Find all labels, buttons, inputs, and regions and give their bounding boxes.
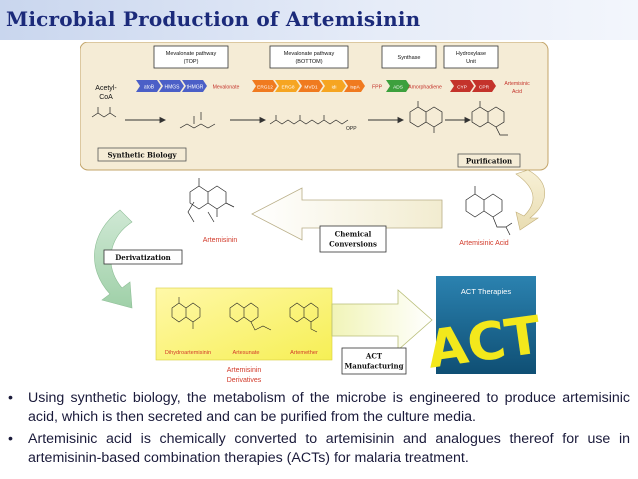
act-manufacturing-arrow bbox=[331, 289, 433, 351]
chemical-conversion-arrow bbox=[251, 187, 443, 241]
mevalonate-top-label-2: (TOP) bbox=[184, 59, 199, 65]
act-manufacturing-box bbox=[341, 347, 407, 375]
bullet-list: • Using synthetic biology, the metabolis… bbox=[8, 389, 630, 471]
enzyme-erg8: ERG8 bbox=[281, 85, 294, 91]
mevalonate-bottom-label-2: (BOTTOM) bbox=[295, 59, 322, 65]
act-therapies-label: ACT Therapies bbox=[461, 287, 511, 296]
pathway-arrows bbox=[125, 116, 472, 124]
synthase-header: Synthase bbox=[381, 45, 437, 69]
synthetic-biology-label: Synthetic Biology bbox=[107, 151, 177, 160]
enzyme-ads: ADS bbox=[393, 85, 403, 91]
artemether-label: Artemether bbox=[290, 350, 318, 356]
amorphadiene-label: Amorphadiene bbox=[408, 85, 442, 91]
mevalonate-bottom-header: Mevalonate pathway (BOTTOM) bbox=[269, 45, 349, 69]
bullet-dot-icon: • bbox=[8, 390, 13, 406]
enzyme-erg12: ERG12 bbox=[257, 85, 273, 91]
derivatization-curve-arrow bbox=[94, 209, 133, 309]
act-therapies-panel bbox=[436, 276, 536, 374]
acetyl-coa-label-2: CoA bbox=[99, 94, 113, 101]
enzyme-idi: idi bbox=[332, 85, 337, 91]
enzyme-atob: atoB bbox=[144, 85, 155, 91]
enzyme-cyp: CYP bbox=[457, 85, 467, 91]
purification-box bbox=[457, 153, 521, 168]
artemisinin-derivatives-label-1: Artemisinin bbox=[227, 367, 262, 374]
act-manufacturing-label-2: Manufacturing bbox=[345, 362, 404, 371]
acetyl-coa-label-1: Acetyl- bbox=[95, 85, 117, 92]
mevalonate-top-header: Mevalonate pathway (TOP) bbox=[153, 45, 229, 69]
opp-label: OPP bbox=[346, 126, 357, 132]
page-title: Microbial Production of Artemisinin bbox=[6, 7, 421, 31]
hydroxylase-label-1: Hydroxylase bbox=[456, 51, 486, 57]
enzyme-mvd1: MVD1 bbox=[304, 85, 318, 91]
artemisinin-label: Artemisinin bbox=[203, 237, 238, 244]
artemisinin-molecule bbox=[187, 178, 235, 223]
synthetic-biology-box bbox=[97, 147, 187, 162]
enzyme-ispa: ispA bbox=[350, 85, 360, 91]
hydroxylase-header: Hydroxylase Unit bbox=[443, 45, 499, 69]
mevalonate-label: Mevalonate bbox=[213, 85, 240, 91]
enzyme-thmgr: tHMGR bbox=[187, 85, 204, 91]
title-bar: Microbial Production of Artemisinin bbox=[0, 0, 638, 40]
chemical-conversions-label-2: Conversions bbox=[329, 240, 377, 249]
mevalonate-top-label-1: Mevalonate pathway bbox=[166, 51, 217, 57]
artesunate-label: Artesunate bbox=[232, 350, 259, 356]
artemisinic-acid-top-label-1: Artemisinic bbox=[504, 81, 530, 87]
purification-curve-arrow bbox=[515, 169, 545, 231]
dihydroartemisinin-label: Dihydroartemisinin bbox=[165, 350, 211, 356]
top-pathway-enzymes: atoB HMGS tHMGR bbox=[136, 80, 207, 92]
artemisinic-acid-label: Artemisinic Acid bbox=[459, 240, 509, 247]
act-manufacturing-label-1: ACT bbox=[365, 352, 383, 361]
artemisinin-derivatives-label-2: Derivatives bbox=[227, 377, 262, 384]
chemical-conversions-box bbox=[319, 225, 387, 253]
derivative-molecules bbox=[171, 297, 319, 333]
bullet-item: • Artemisinic acid is chemically convert… bbox=[8, 430, 630, 468]
synthetic-biology-panel bbox=[80, 42, 549, 171]
enzyme-cpr: CPR bbox=[479, 85, 490, 91]
artemisinic-acid-molecule bbox=[465, 186, 513, 236]
artemisinic-acid-top-label-2: Acid bbox=[512, 89, 522, 95]
fpp-label: FPP bbox=[372, 85, 383, 91]
bottom-pathway-enzymes: ERG12 ERG8 MVD1 idi ispA bbox=[252, 80, 365, 92]
artemisinin-pathway-diagram: Mevalonate pathway (TOP) Mevalonate path… bbox=[80, 42, 549, 384]
synthase-label: Synthase bbox=[398, 55, 421, 61]
purification-label: Purification bbox=[466, 157, 512, 166]
bullet-text: Artemisinic acid is chemically converted… bbox=[28, 431, 630, 466]
hydroxylase-label-2: Unit bbox=[466, 59, 476, 65]
enzyme-hmgs: HMGS bbox=[165, 85, 181, 91]
enzyme-ads-shape bbox=[386, 80, 410, 92]
hydroxylase-enzymes: CYP CPR bbox=[450, 80, 496, 92]
bullet-item: • Using synthetic biology, the metabolis… bbox=[8, 389, 630, 427]
derivatization-box bbox=[103, 249, 183, 265]
pathway-molecule-structures bbox=[91, 101, 508, 136]
derivatives-panel bbox=[155, 287, 333, 361]
bullet-text: Using synthetic biology, the metabolism … bbox=[28, 390, 630, 425]
bullet-dot-icon: • bbox=[8, 431, 13, 447]
derivatization-label: Derivatization bbox=[115, 253, 171, 262]
chemical-conversions-label-1: Chemical bbox=[335, 230, 372, 239]
mevalonate-bottom-label-1: Mevalonate pathway bbox=[284, 51, 335, 57]
